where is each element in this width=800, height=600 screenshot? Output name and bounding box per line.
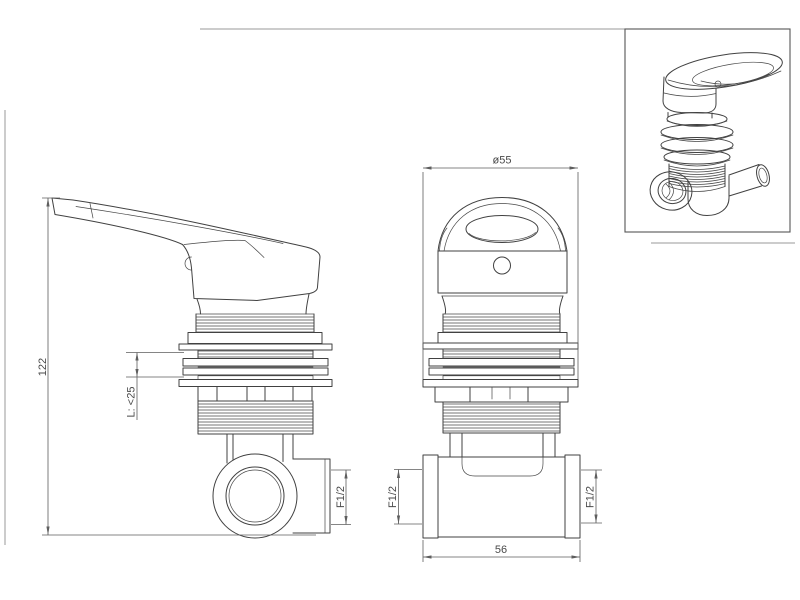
dim-wall-thickness: L: <25 (126, 352, 184, 420)
side-view-outlet-elbow (212, 433, 331, 539)
front-view-dome-cap (437, 197, 568, 252)
front-view-collar-and-flanges (422, 332, 579, 388)
dim-outlet-thread-label: F1/2 (335, 486, 347, 508)
side-view-lever-handle (51, 197, 321, 301)
dim-left-thread: F1/2 (387, 469, 422, 525)
inset-border-box (624, 28, 791, 233)
side-view: 122 L: <25 F1/2 (37, 197, 351, 539)
side-view-upper-threads (195, 313, 315, 333)
isometric-inset (624, 28, 791, 233)
front-view-hex-connector (434, 386, 569, 403)
front-view-lower-threads (442, 401, 561, 434)
dim-top-diameter-label: ø55 (493, 155, 512, 167)
front-view-tee-body (422, 432, 581, 539)
front-view: ø55 F1/2 F1/2 56 (387, 155, 602, 562)
dim-body-width: 56 (422, 540, 581, 562)
side-view-lower-threads (197, 400, 314, 435)
dim-body-width-label: 56 (495, 544, 507, 556)
sheet-frame (4, 28, 795, 545)
dim-overall-height: 122 (37, 197, 316, 536)
dim-overall-height-label: 122 (37, 358, 49, 376)
dim-right-thread: F1/2 (581, 469, 602, 524)
dim-right-thread-label: F1/2 (585, 486, 597, 508)
dim-wall-thickness-label: L: <25 (126, 387, 138, 418)
dim-outlet-thread: F1/2 (331, 469, 351, 525)
front-view-upper-threads (442, 313, 561, 333)
dim-top-diameter: ø55 (422, 155, 579, 379)
side-view-hex-connector (197, 386, 313, 402)
side-view-collar-and-flanges (178, 332, 333, 387)
front-view-body (437, 250, 568, 315)
side-view-body-neck (196, 293, 310, 315)
isometric-sketch (649, 52, 783, 216)
dim-left-thread-label: F1/2 (387, 486, 399, 508)
